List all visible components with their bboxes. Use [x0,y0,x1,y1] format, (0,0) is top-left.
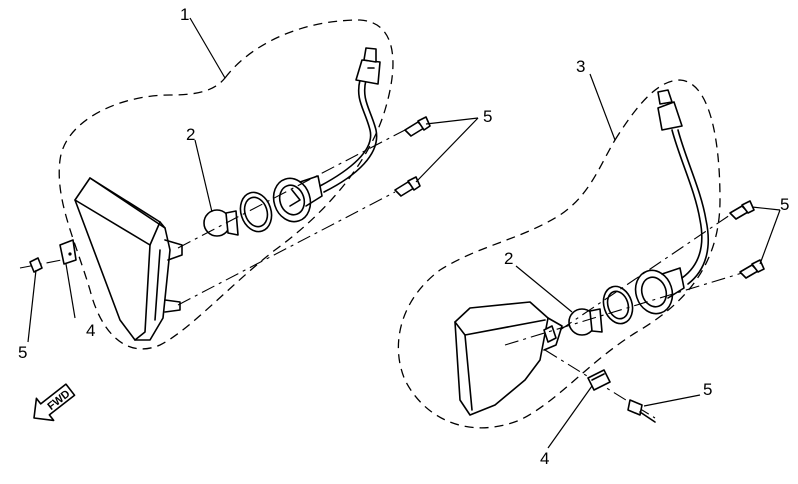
left-clip [59,239,77,265]
fwd-arrow-icon: FWD [33,383,76,422]
right-wire-harness [657,89,710,285]
left-lens-housing [74,177,183,341]
right-assembly-boundary [397,79,721,429]
right-gasket-ring [602,285,634,325]
left-align-line-1 [177,129,406,249]
left-bulb-socket [272,175,323,223]
right-align-line-1 [559,214,731,331]
left-light-assembly [19,17,479,350]
callout-left-bulb: 2 [186,125,195,144]
left-wire-harness [319,47,381,193]
callout-left-screw: 5 [18,343,27,362]
callout-right-mount-screws: 5 [780,195,789,214]
callout-left-assembly: 1 [180,5,189,24]
left-assembly-boundary [58,19,394,350]
right-bulb [568,308,603,336]
left-align-line-3 [19,257,73,269]
right-bulb-socket [634,267,685,315]
right-lower-screw [627,399,656,423]
callout-right-clip: 4 [540,449,549,468]
left-mount-screw-lower [394,176,421,197]
left-small-screw [29,257,43,273]
callout-right-bulb: 2 [504,249,513,268]
callout-right-lower-screw: 5 [703,380,712,399]
right-lens-housing [454,301,563,416]
left-bulb [203,209,239,237]
right-align-line-2 [504,269,753,346]
right-light-assembly [397,73,781,449]
callout-left-mount-screws: 5 [483,107,492,126]
left-align-line-2 [177,191,396,306]
callout-left-clip: 4 [86,321,95,340]
callout-right-assembly: 3 [576,57,585,76]
right-mount-screw-upper [729,200,755,220]
left-gasket-ring [239,191,273,233]
left-mount-screw-upper [404,116,431,137]
